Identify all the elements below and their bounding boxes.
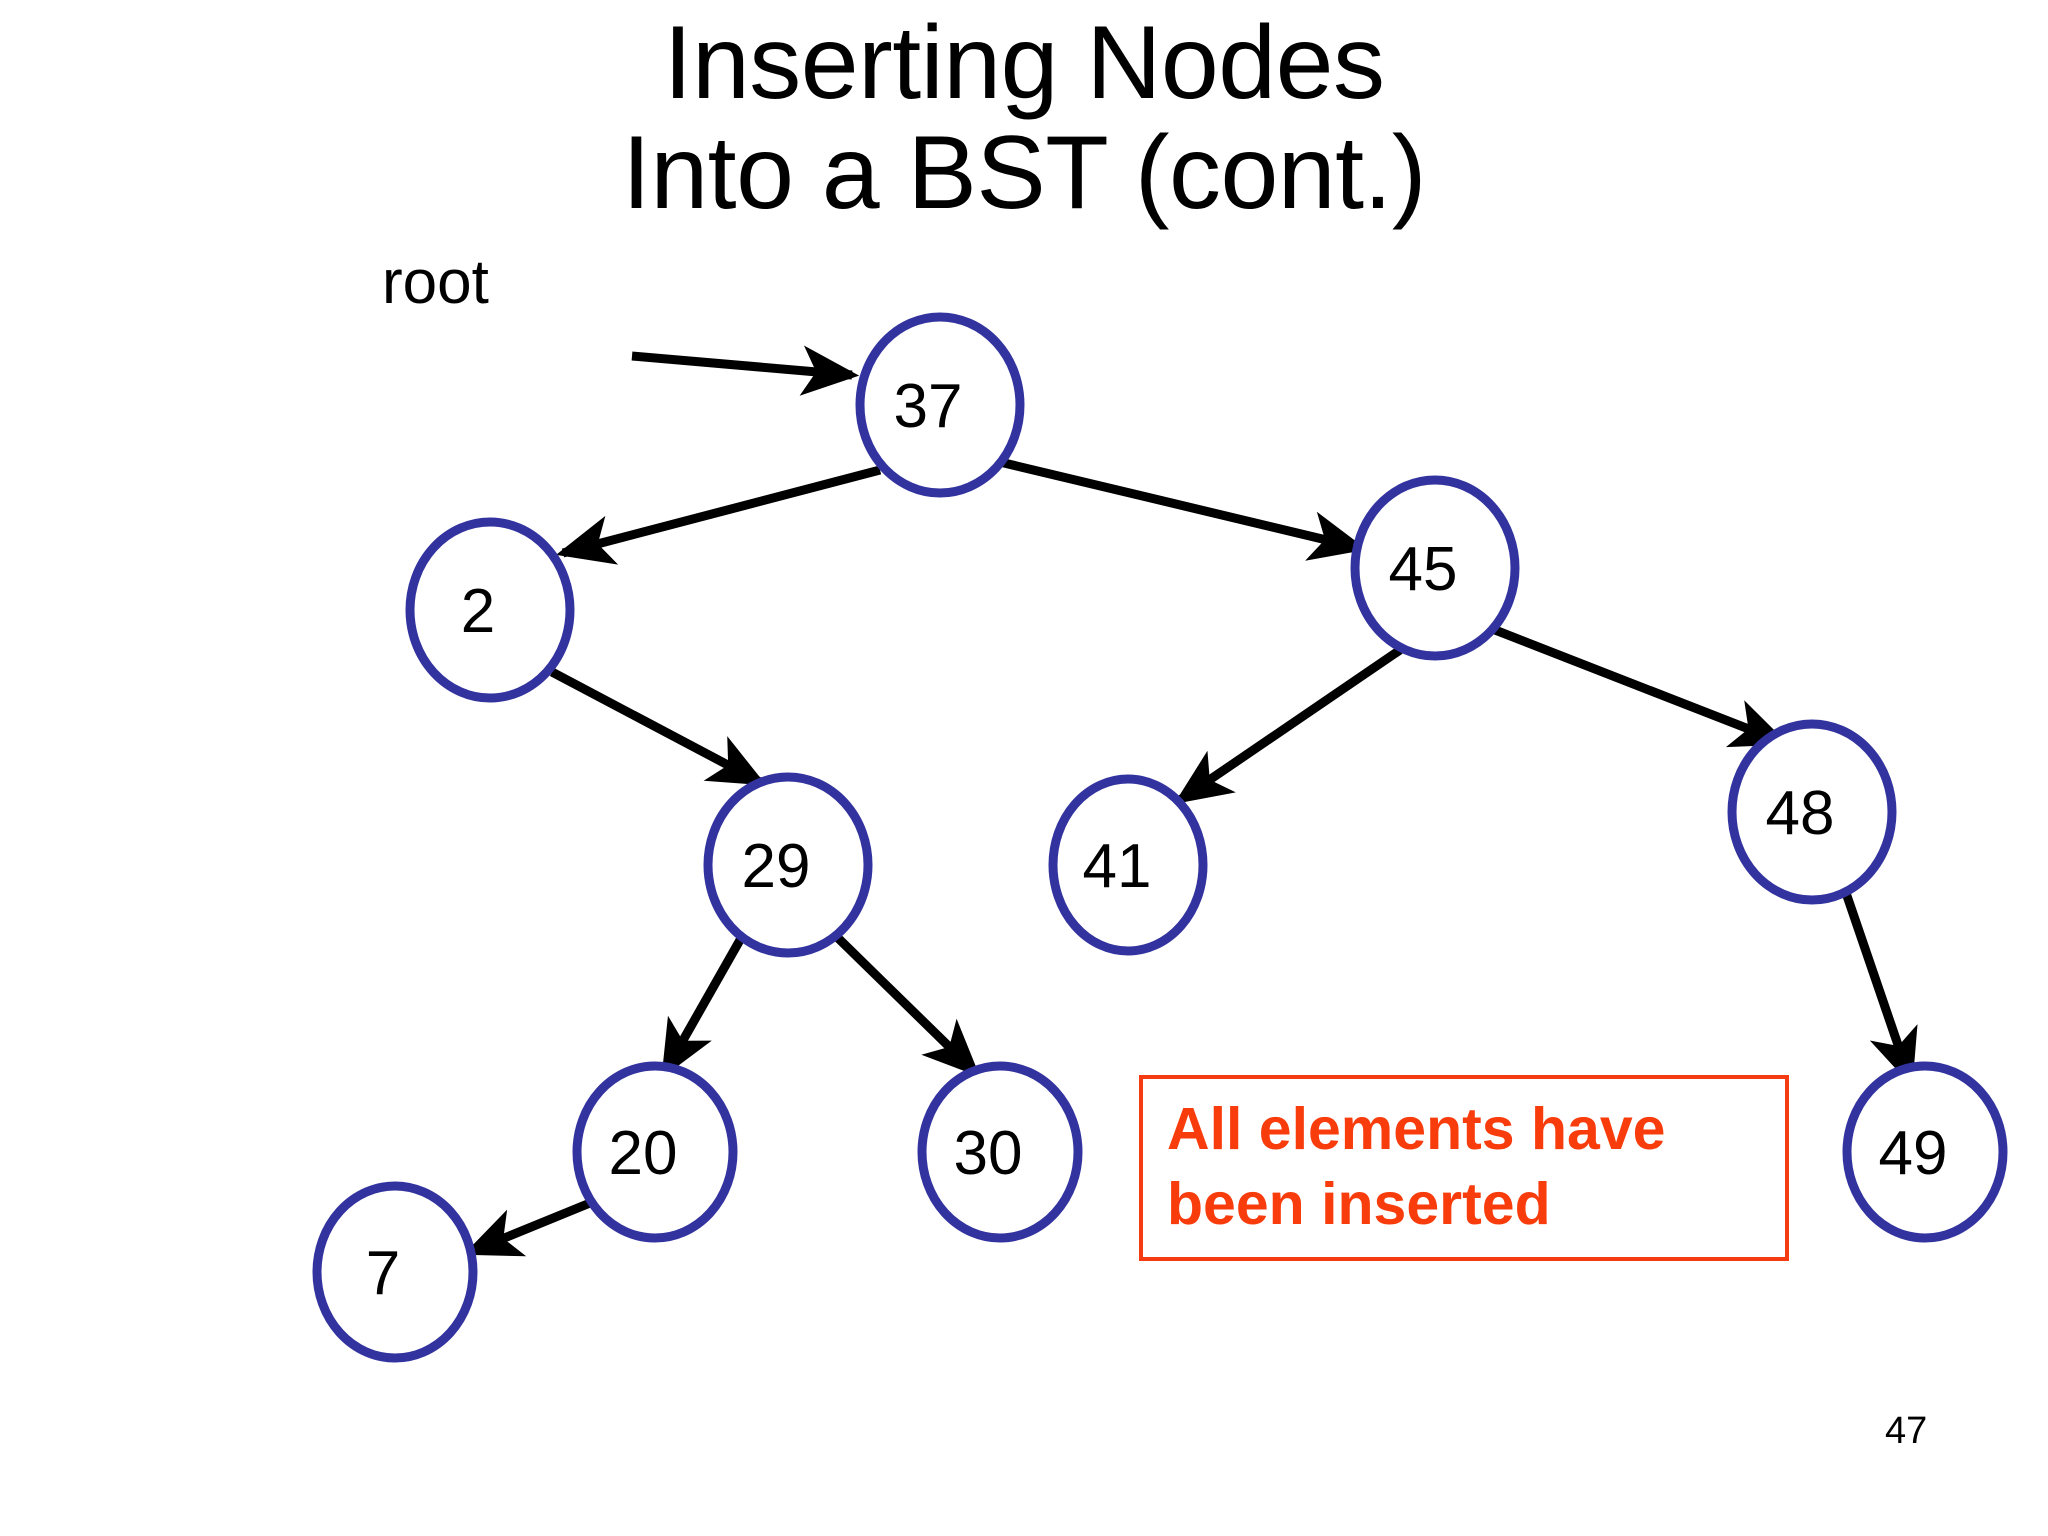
tree-node-29[interactable]: 29: [703, 772, 873, 958]
root-pointer-label: root: [382, 248, 489, 317]
node-circle-37: [855, 312, 1025, 498]
tree-node-7[interactable]: 7: [312, 1181, 478, 1363]
edges-group: [463, 345, 1918, 1257]
node-circle-20: [572, 1061, 738, 1243]
callout-text: All elements have been inserted: [1167, 1092, 1767, 1242]
node-circle-2: [405, 517, 575, 703]
title-line-2: Into a BST (cont.): [621, 115, 1427, 232]
tree-node-45[interactable]: 45: [1350, 475, 1520, 661]
callout-line-1: All elements have: [1167, 1096, 1666, 1162]
node-circle-30: [917, 1061, 1083, 1243]
node-circle-49: [1842, 1061, 2008, 1243]
node-circle-29: [703, 772, 873, 958]
node-label-30: 30: [954, 1119, 1023, 1188]
node-label-45: 45: [1389, 535, 1458, 604]
tree-node-20[interactable]: 20: [572, 1061, 738, 1243]
tree-node-41[interactable]: 41: [1048, 774, 1208, 956]
tree-node-30[interactable]: 30: [917, 1061, 1083, 1243]
node-label-49: 49: [1879, 1119, 1948, 1188]
node-label-29: 29: [742, 832, 811, 901]
edge-n37-to-n2: [556, 465, 882, 565]
node-label-7: 7: [366, 1239, 400, 1308]
nodes-group: 37 2 45 29 41 48 20 30 49 7: [312, 312, 2008, 1363]
node-label-20: 20: [609, 1119, 678, 1188]
edge-n29-to-n30: [834, 934, 981, 1078]
node-circle-7: [312, 1181, 478, 1363]
tree-node-2[interactable]: 2: [405, 517, 575, 703]
tree-node-48[interactable]: 48: [1727, 719, 1897, 905]
edge-root-pointer-to-n37: [631, 345, 860, 396]
edge-n45-to-n41: [1174, 646, 1403, 805]
edge-n2-to-n29: [549, 668, 767, 786]
tree-node-49[interactable]: 49: [1842, 1061, 2008, 1243]
node-circle-41: [1048, 774, 1208, 956]
node-label-41: 41: [1083, 832, 1152, 901]
page-number: 47: [1885, 1410, 1928, 1452]
node-label-48: 48: [1766, 779, 1835, 848]
status-callout-box: All elements have been inserted: [1139, 1075, 1789, 1261]
page-title: Inserting Nodes Into a BST (cont.): [0, 5, 2048, 232]
edge-n37-to-n45: [998, 457, 1368, 561]
edge-n29-to-n20: [661, 937, 744, 1079]
tree-node-37[interactable]: 37: [855, 312, 1025, 498]
edge-n20-to-n7: [463, 1198, 592, 1257]
node-circle-48: [1727, 719, 1897, 905]
callout-line-2: been inserted: [1167, 1170, 1551, 1237]
node-label-2: 2: [461, 577, 495, 646]
node-circle-45: [1350, 475, 1520, 661]
edge-n45-to-n48: [1493, 625, 1789, 748]
title-line-1: Inserting Nodes: [663, 5, 1385, 121]
node-label-37: 37: [894, 372, 963, 441]
edge-n48-to-n49: [1840, 888, 1918, 1087]
